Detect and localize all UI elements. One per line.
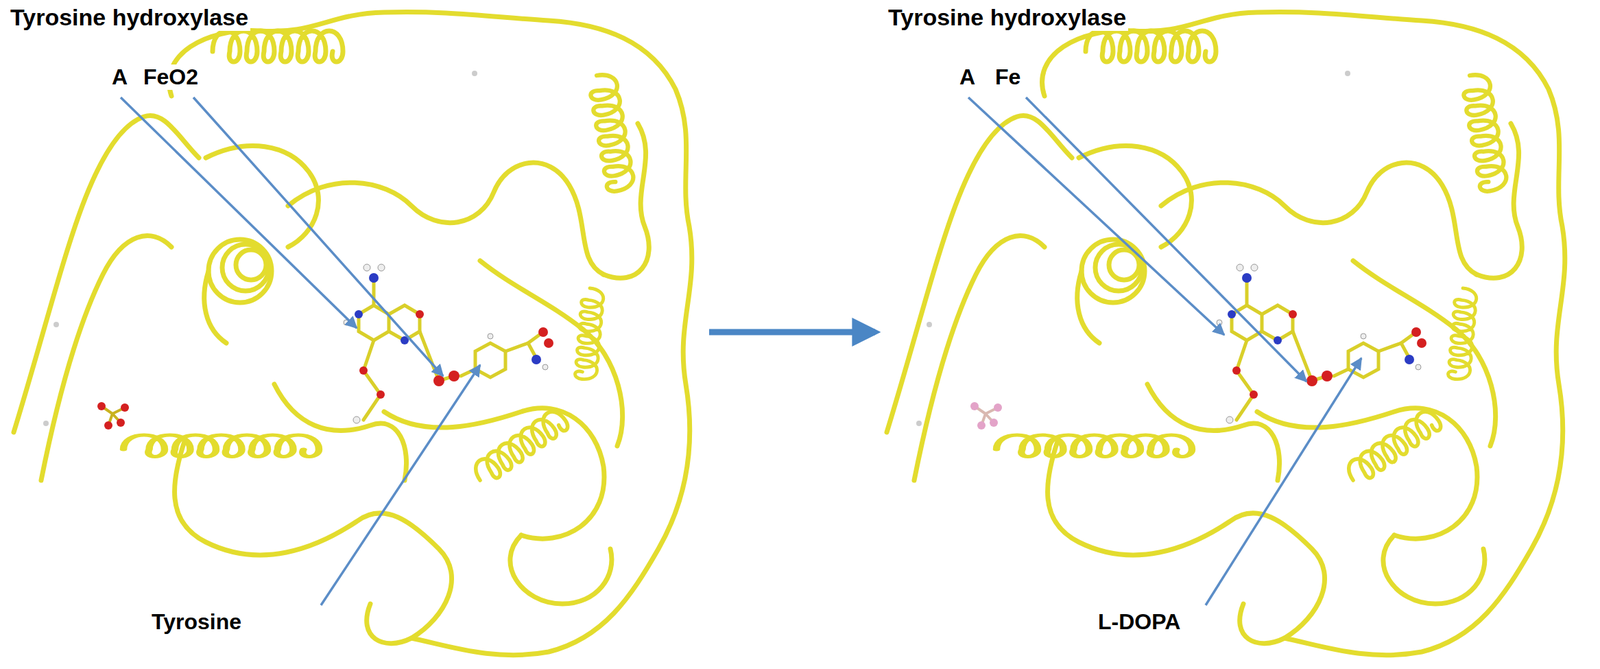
protein-ribbon-right	[886, 11, 1566, 655]
panel-title: Tyrosine hydroxylase	[886, 4, 1129, 31]
panel-heading-holder: Tyrosine hydroxylase	[8, 4, 251, 31]
molecule-label: L-DOPA	[1095, 609, 1183, 635]
reaction-arrow	[709, 329, 876, 336]
leader-line	[968, 97, 1225, 335]
leader-lines	[120, 97, 1362, 605]
molecule-label: Fe	[993, 64, 1023, 90]
molecule-label: FeO2	[141, 64, 201, 90]
leader-line	[193, 97, 444, 376]
leader-line	[120, 97, 357, 328]
protein-ribbon-left	[13, 11, 692, 655]
leader-line	[1205, 357, 1362, 605]
leader-line	[1025, 97, 1307, 382]
sulfate-ion	[970, 401, 1002, 430]
molecule-label: A	[957, 64, 978, 90]
panel-heading-holder: Tyrosine hydroxylase	[886, 4, 1129, 31]
panel: Tyrosine hydroxylase	[0, 0, 707, 669]
sulfate-ion	[97, 401, 129, 430]
molecule-label: Tyrosine	[149, 609, 244, 635]
leader-line	[320, 364, 481, 605]
panel-title: Tyrosine hydroxylase	[8, 4, 251, 31]
molecule-label: A	[109, 64, 130, 90]
panel: Tyrosine hydroxylase	[877, 0, 1600, 669]
